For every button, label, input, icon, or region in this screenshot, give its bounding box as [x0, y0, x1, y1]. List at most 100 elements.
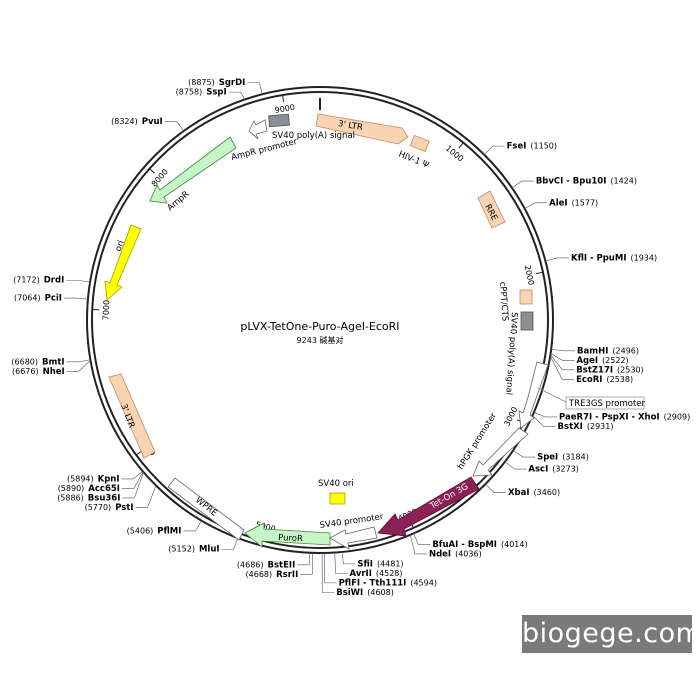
ori-shape — [104, 224, 142, 301]
restriction-site: BstXI (2931) — [558, 422, 614, 432]
site-leader — [504, 461, 527, 470]
site-leader — [334, 552, 348, 574]
feature-ltr-left: 3' LTR — [108, 373, 156, 459]
site-name: SfiI — [357, 559, 373, 569]
sv40-promoter-shape — [329, 526, 378, 550]
restriction-site: PstI(5770) — [85, 503, 134, 513]
feature-cppt: cPPT/CTS — [497, 282, 533, 322]
cppt-shape — [519, 289, 533, 305]
restriction-site: AscI(3273) — [528, 465, 578, 475]
watermark: biogege.com — [522, 615, 700, 653]
restriction-site: SspI(8758) — [176, 88, 227, 98]
site-name: BstXI — [558, 422, 583, 432]
site-position: (4528) — [376, 569, 403, 578]
site-name: PflMI — [157, 526, 181, 536]
site-position: (4036) — [455, 549, 482, 558]
site-leader — [512, 450, 536, 458]
site-leader — [247, 82, 263, 95]
site-name: PaeR7I - PspXI - XhoI — [559, 412, 660, 422]
site-position: (5894) — [67, 474, 94, 483]
tet-on-shape — [377, 476, 480, 537]
site-position: (2496) — [612, 346, 639, 355]
restriction-site: AvrII(4528) — [350, 569, 403, 579]
restriction-site: KpnI(5894) — [67, 474, 120, 484]
restriction-site: AgeI (2522) — [576, 356, 628, 366]
sv40-ori-label: SV40 ori — [318, 479, 354, 489]
site-name: PciI — [45, 294, 62, 304]
site-name: SpeI — [537, 453, 558, 463]
restriction-site: BbvCI - Bpu10I(1424) — [536, 177, 637, 187]
feature-sv40-polya-right: SV40 poly(A) signal — [503, 311, 534, 396]
site-leader — [121, 470, 143, 480]
restriction-site: RsrII(4668) — [246, 570, 299, 580]
restriction-site: Acc65I(5890) — [58, 484, 120, 494]
site-leader — [122, 471, 144, 499]
site-leader — [483, 145, 505, 155]
restriction-site: SgrDI(8875) — [188, 78, 245, 88]
wpre-shape — [167, 477, 245, 541]
ampr-promoter-shape — [248, 119, 268, 140]
site-name: AgeI — [576, 356, 598, 366]
restriction-site: SfiI (4481) — [357, 559, 403, 569]
site-name: PflFI - Tth111I — [339, 578, 407, 588]
hpgk-shape — [472, 427, 529, 477]
site-position: (4481) — [377, 559, 404, 568]
site-position: (2538) — [606, 375, 633, 384]
tre3gs-leader — [537, 387, 567, 403]
site-position: (4686) — [237, 560, 264, 569]
site-position: (2931) — [587, 422, 614, 431]
site-position: (2522) — [602, 356, 629, 365]
site-position: (3460) — [534, 488, 561, 497]
restriction-site: PvuI (8324) — [111, 117, 163, 127]
site-name: SgrDI — [219, 78, 246, 88]
ori-label: ori — [114, 239, 127, 253]
tre3gs-shape — [518, 361, 549, 429]
ltr-left-shape — [108, 373, 156, 459]
tick-label: 1000 — [444, 144, 465, 164]
site-name: BbvCI - Bpu10I — [536, 177, 607, 187]
features: 3' LTR HIV-1 Ψ RRE cPPT/CTS SV40 poly(A)… — [104, 113, 646, 550]
site-position: (8324) — [111, 117, 138, 126]
site-leader — [63, 297, 88, 300]
ampr-shape — [149, 136, 237, 204]
feature-ampr-promoter: AmpR promoter — [230, 119, 299, 163]
restriction-site: BmtI(6680) — [11, 357, 64, 367]
site-name: AleI — [549, 198, 567, 208]
site-name: DrdI — [44, 276, 65, 286]
restriction-site: PaeR7I - PspXI - XhoI(2909) — [559, 412, 690, 422]
site-position: (3273) — [552, 465, 579, 474]
tick-mark — [458, 142, 464, 149]
site-leader — [533, 411, 558, 418]
restriction-site: PflMI(5406) — [127, 526, 182, 536]
feature-hpgk: hPGK promoter — [456, 411, 529, 477]
hiv-psi-shape — [409, 134, 430, 153]
site-leader — [228, 91, 245, 100]
restriction-site: PflFI - Tth111I(4594) — [339, 578, 437, 588]
site-leader — [341, 551, 356, 565]
site-position: (1934) — [630, 253, 657, 262]
site-leader — [524, 202, 548, 209]
site-name: MluI — [199, 545, 220, 555]
site-position: (4014) — [501, 540, 528, 549]
site-leader — [297, 552, 311, 566]
restriction-site: DrdI(7172) — [13, 276, 64, 286]
site-leader — [413, 533, 431, 545]
tick-label: 9000 — [274, 103, 296, 115]
site-leader — [545, 257, 570, 262]
restriction-site: FseI(1150) — [507, 142, 557, 152]
site-name: Acc65I — [88, 484, 120, 494]
sv40-polya-right-label: SV40 poly(A) signal — [503, 312, 519, 396]
site-leader — [549, 355, 575, 380]
site-leader — [300, 552, 313, 575]
ltr-top-shape — [315, 113, 409, 145]
site-name: PvuI — [142, 117, 163, 127]
feature-ltr-top: 3' LTR — [315, 113, 409, 145]
site-name: BstZ17I — [576, 365, 613, 375]
site-leader — [121, 471, 144, 489]
site-name: NheI — [43, 367, 65, 377]
site-name: FseI — [507, 142, 527, 152]
site-leader — [550, 354, 575, 371]
restriction-site: KflI - PpuMI(1934) — [571, 253, 657, 263]
site-leader — [551, 348, 576, 352]
